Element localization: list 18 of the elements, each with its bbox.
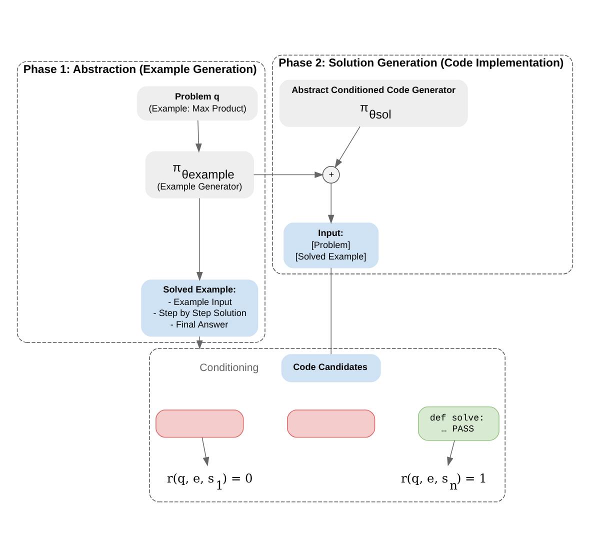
node-box: Input: [Problem] [Solved Example] xyxy=(284,222,379,268)
cluster xyxy=(149,348,506,502)
arrow xyxy=(328,182,334,224)
arrow xyxy=(334,126,360,168)
connector xyxy=(330,267,332,354)
arrow xyxy=(202,436,210,466)
arrow xyxy=(195,119,202,152)
node-circle: + xyxy=(322,166,340,184)
arrow xyxy=(447,440,455,466)
node-box: Code Candidates xyxy=(281,354,381,382)
node-box: Solved Example: - Example Input - Step by Step Solution - Final Answer xyxy=(141,279,258,336)
node-box xyxy=(287,409,376,438)
arrow xyxy=(196,197,203,281)
node-box xyxy=(156,409,244,438)
node-box: def solve: … PASS xyxy=(418,406,500,440)
arrow xyxy=(253,171,324,178)
edge-label: Conditioning xyxy=(200,361,259,374)
node-box: Problem q (Example: Max Product) xyxy=(136,86,258,120)
